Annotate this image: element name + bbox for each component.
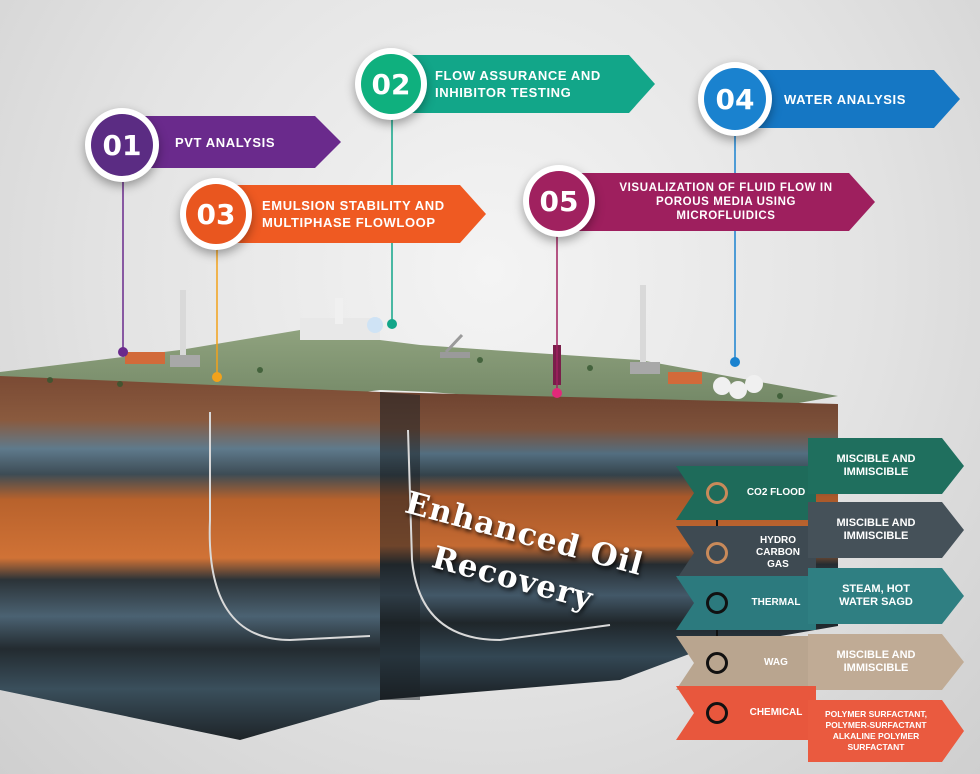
eor-row-thermal: Thermal Steam, Hot water SAGD <box>676 568 966 630</box>
number-badge: 05 <box>523 165 595 237</box>
number-text: 01 <box>91 114 153 176</box>
pumpjack <box>440 333 470 358</box>
callout-label: PVT ANALYSIS <box>175 134 276 150</box>
eor-detail: MISCIBLE AND IMMISCIBLE <box>808 438 964 494</box>
chain-ring-icon <box>706 652 728 674</box>
callout-banner: Emulsion stability and multiphase flowlo… <box>220 185 486 243</box>
ground-surface <box>0 330 838 420</box>
callout-label: Emulsion stability and multiphase flowlo… <box>262 198 445 230</box>
eor-row-chemical: Chemical Polymer surfactant, Polymer-sur… <box>676 686 966 762</box>
oil-rig-left <box>170 290 200 367</box>
chain-ring-icon <box>706 542 728 564</box>
number-badge: 04 <box>698 62 772 136</box>
callout-banner: FLOW ASSURANCE AND INHIBITOR TESTING <box>395 55 655 113</box>
eor-detail: Steam, Hot water SAGD <box>808 568 964 624</box>
eor-detail: Polymer surfactant, Polymer-surfactant A… <box>808 700 964 762</box>
chain-ring-icon <box>706 702 728 724</box>
eor-detail: MISCIBLE AND IMMISCIBLE <box>808 634 964 690</box>
oil-rig-right <box>630 285 660 374</box>
callout-banner: WATER ANALYSIS <box>738 70 960 128</box>
chain-ring-icon <box>706 592 728 614</box>
number-text: 03 <box>186 184 246 244</box>
callout-banner: Visualization of fluid flow in porous me… <box>563 173 875 231</box>
eor-method: HYDRO CARBON GAS <box>676 526 816 580</box>
processing-plant <box>300 298 383 340</box>
number-text: 05 <box>529 171 589 231</box>
callout-label: FLOW ASSURANCE AND INHIBITOR TESTING <box>435 68 601 100</box>
eor-detail: MISCIBLE AND IMMISCIBLE <box>808 502 964 558</box>
eor-method: Chemical <box>676 686 816 740</box>
number-badge: 01 <box>85 108 159 182</box>
eor-method: WAG <box>676 636 816 690</box>
number-text: 02 <box>361 54 421 114</box>
number-text: 04 <box>704 68 766 130</box>
well-line <box>208 519 371 642</box>
chain-ring-icon <box>706 482 728 504</box>
callout-label: Visualization of fluid flow in porous me… <box>619 182 833 222</box>
well-line <box>407 429 611 642</box>
eor-method: Thermal <box>676 576 816 630</box>
number-badge: 02 <box>355 48 427 120</box>
callout-label: WATER ANALYSIS <box>784 91 907 107</box>
callout-banner: PVT ANALYSIS <box>125 116 341 168</box>
eor-row-co2: CO2 Flood MISCIBLE AND IMMISCIBLE <box>676 438 966 520</box>
storage-tanks <box>713 375 763 399</box>
eor-method: CO2 Flood <box>676 466 816 520</box>
left-earth-layers <box>0 376 380 740</box>
eor-row-hydrocarbon: HYDRO CARBON GAS MISCIBLE AND IMMISCIBLE <box>676 502 966 580</box>
eor-row-wag: WAG MISCIBLE AND IMMISCIBLE <box>676 634 966 690</box>
number-badge: 03 <box>180 178 252 250</box>
